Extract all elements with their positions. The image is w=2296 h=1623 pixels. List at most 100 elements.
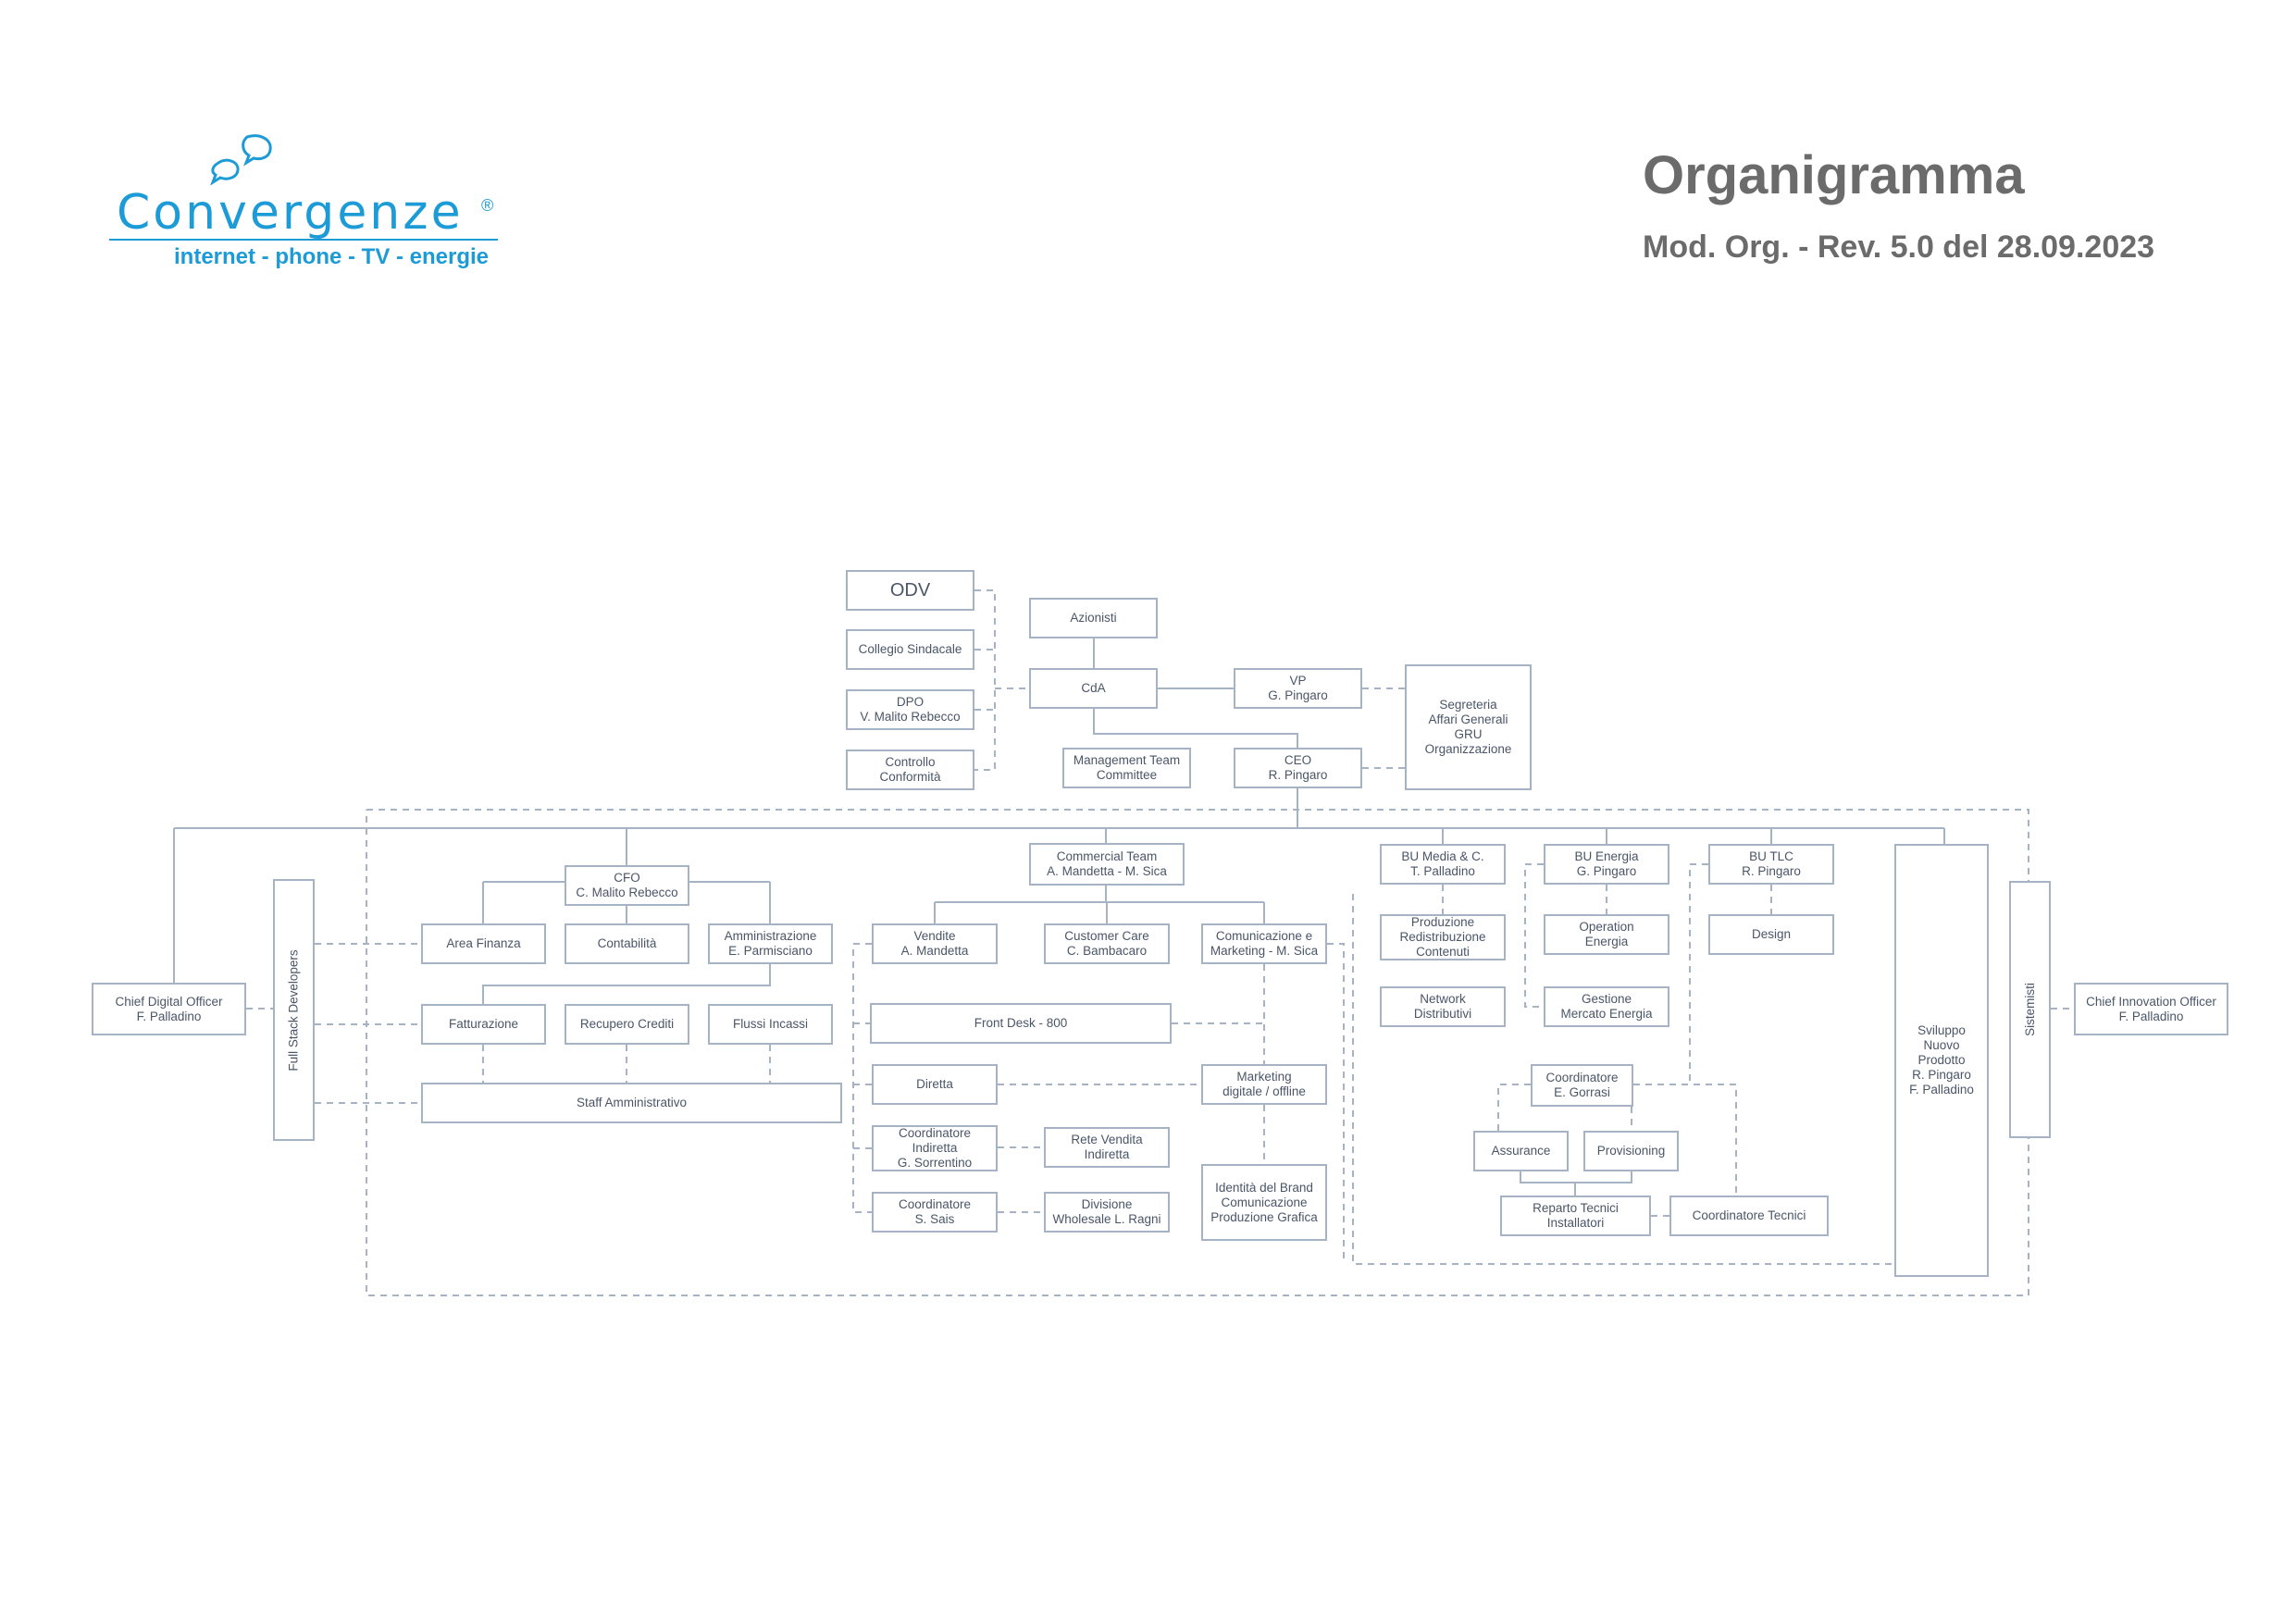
org-node-area-finanza: Area Finanza xyxy=(421,923,546,964)
org-node-cda: CdA xyxy=(1029,668,1158,709)
org-node-frontdesk: Front Desk - 800 xyxy=(870,1003,1172,1044)
org-node-amministrazione: Amministrazione E. Parmisciano xyxy=(708,923,833,964)
enclosure-dashed-frame xyxy=(366,809,2029,1296)
org-node-label: Marketing digitale / offline xyxy=(1222,1070,1306,1098)
org-node-label: Network Distributivi xyxy=(1413,992,1472,1021)
org-node-label: BU Energia G. Pingaro xyxy=(1574,849,1639,878)
org-node-cfo: CFO C. Malito Rebecco xyxy=(565,865,689,906)
org-node-label: Provisioning xyxy=(1596,1144,1666,1158)
convergenze-logo: Convergenze ® internet - phone - TV - en… xyxy=(102,120,527,278)
solid-connector xyxy=(482,964,771,1004)
org-node-azionisti: Azionisti xyxy=(1029,598,1158,638)
org-node-label: CdA xyxy=(1081,681,1106,695)
org-node-fullstack: Full Stack Developers xyxy=(273,879,315,1141)
org-node-controllo: Controllo Conformità xyxy=(846,750,974,790)
org-node-coord-tecnici: Coordinatore Tecnici xyxy=(1669,1196,1829,1236)
org-node-label: CFO C. Malito Rebecco xyxy=(576,871,678,899)
org-node-label: DPO V. Malito Rebecco xyxy=(860,695,961,724)
org-node-label: Contabilità xyxy=(597,936,657,950)
org-node-odv: ODV xyxy=(846,570,974,611)
org-node-label: Coordinatore S. Sais xyxy=(898,1197,972,1226)
org-node-staff: Staff Amministrativo xyxy=(421,1083,842,1123)
org-node-produzione: Produzione Redistribuzione Contenuti xyxy=(1380,914,1506,960)
org-node-diretta: Diretta xyxy=(872,1064,998,1105)
org-node-reparto: Reparto Tecnici Installatori xyxy=(1500,1196,1651,1236)
org-node-vp: VP G. Pingaro xyxy=(1234,668,1362,709)
org-node-label: Chief Innovation Officer F. Palladino xyxy=(2086,994,2216,1023)
org-node-collegio: Collegio Sindacale xyxy=(846,629,974,670)
org-node-label: Sistemisti xyxy=(2022,983,2037,1036)
org-node-label: Commercial Team A. Mandetta - M. Sica xyxy=(1047,849,1167,878)
energia-bracket-dashed xyxy=(1524,863,1544,1008)
org-node-label: Coordinatore Indiretta G. Sorrentino xyxy=(897,1126,973,1170)
org-node-dpo: DPO V. Malito Rebecco xyxy=(846,689,974,730)
org-node-coord-gorrasi: Coordinatore E. Gorrasi xyxy=(1531,1064,1633,1107)
org-node-label: Coordinatore E. Gorrasi xyxy=(1545,1071,1619,1099)
org-node-commercial: Commercial Team A. Mandetta - M. Sica xyxy=(1029,843,1185,886)
org-node-label: Segreteria Affari Generali GRU Organizza… xyxy=(1424,698,1512,756)
logo-wordmark: Convergenze xyxy=(117,185,464,241)
org-node-bu-tlc: BU TLC R. Pingaro xyxy=(1708,844,1834,885)
org-node-label: Diretta xyxy=(916,1077,953,1091)
speech-bubbles-icon xyxy=(210,134,272,186)
org-node-flussi: Flussi Incassi xyxy=(708,1004,833,1045)
org-node-label: Rete Vendita Indiretta xyxy=(1071,1133,1143,1161)
org-node-label: Divisione Wholesale L. Ragni xyxy=(1052,1197,1161,1226)
org-node-label: Design xyxy=(1751,927,1792,941)
org-node-network: Network Distributivi xyxy=(1380,986,1506,1027)
org-node-rete: Rete Vendita Indiretta xyxy=(1044,1127,1170,1168)
org-node-label: Identità del Brand Comunicazione Produzi… xyxy=(1210,1180,1318,1224)
org-node-label: Azionisti xyxy=(1070,611,1117,625)
org-node-design: Design xyxy=(1708,914,1834,955)
org-node-operation: Operation Energia xyxy=(1544,914,1669,955)
control-bracket-dashed xyxy=(974,589,996,771)
org-node-sistemisti: Sistemisti xyxy=(2009,881,2051,1138)
org-node-label: Flussi Incassi xyxy=(732,1017,809,1031)
org-node-label: Collegio Sindacale xyxy=(858,642,962,656)
bu-enclosure-dashed xyxy=(1352,894,1893,1265)
org-node-label: Amministrazione E. Parmisciano xyxy=(724,929,817,958)
org-node-label: Gestione Mercato Energia xyxy=(1560,992,1653,1021)
org-node-label: Sviluppo Nuovo Prodotto R. Pingaro F. Pa… xyxy=(1909,1023,1974,1096)
org-node-label: Full Stack Developers xyxy=(286,948,301,1072)
dashed-connector xyxy=(1633,1084,1737,1196)
org-node-recupero: Recupero Crediti xyxy=(565,1004,689,1045)
org-node-segreteria: Segreteria Affari Generali GRU Organizza… xyxy=(1405,664,1532,790)
org-node-label: Recupero Crediti xyxy=(579,1017,675,1031)
org-node-mgmt: Management Team Committee xyxy=(1062,748,1191,788)
org-node-label: Controllo Conformità xyxy=(879,755,941,784)
dashed-connector xyxy=(1327,943,1345,1264)
org-node-identita: Identità del Brand Comunicazione Produzi… xyxy=(1201,1164,1327,1241)
org-node-label: ODV xyxy=(889,580,931,601)
org-node-label: Chief Digital Officer F. Palladino xyxy=(115,994,223,1023)
org-node-label: Reparto Tecnici Installatori xyxy=(1533,1201,1619,1230)
org-node-customer: Customer Care C. Bambacaro xyxy=(1044,923,1170,964)
org-node-label: BU Media & C. T. Palladino xyxy=(1401,849,1484,878)
org-node-bu-energia: BU Energia G. Pingaro xyxy=(1544,844,1669,885)
org-node-label: CEO R. Pingaro xyxy=(1268,753,1328,782)
org-node-provisioning: Provisioning xyxy=(1583,1131,1679,1171)
org-node-coord-indiretta: Coordinatore Indiretta G. Sorrentino xyxy=(872,1125,998,1171)
logo-underline xyxy=(109,239,498,241)
org-node-comunicazione: Comunicazione e Marketing - M. Sica xyxy=(1201,923,1327,964)
org-node-label: Management Team Committee xyxy=(1073,753,1181,782)
org-node-label: Operation Energia xyxy=(1579,920,1634,948)
org-node-cio: Chief Innovation Officer F. Palladino xyxy=(2074,983,2228,1035)
org-node-label: BU TLC R. Pingaro xyxy=(1742,849,1801,878)
org-node-label: Customer Care C. Bambacaro xyxy=(1064,929,1149,958)
org-node-label: Produzione Redistribuzione Contenuti xyxy=(1399,915,1486,959)
org-node-contabilita: Contabilità xyxy=(565,923,689,964)
dashed-connector xyxy=(1497,1084,1531,1131)
org-node-vendite: Vendite A. Mandetta xyxy=(872,923,998,964)
org-node-label: VP G. Pingaro xyxy=(1268,674,1328,702)
page-title: Organigramma xyxy=(1643,145,2025,205)
org-node-label: Front Desk - 800 xyxy=(974,1016,1068,1030)
page-subtitle: Mod. Org. - Rev. 5.0 del 28.09.2023 xyxy=(1643,229,2155,265)
org-node-gestione: Gestione Mercato Energia xyxy=(1544,986,1669,1027)
org-node-assurance: Assurance xyxy=(1473,1131,1569,1171)
org-node-cdo: Chief Digital Officer F. Palladino xyxy=(92,983,246,1035)
org-node-divisione: Divisione Wholesale L. Ragni xyxy=(1044,1192,1170,1233)
org-node-fatturazione: Fatturazione xyxy=(421,1004,546,1045)
